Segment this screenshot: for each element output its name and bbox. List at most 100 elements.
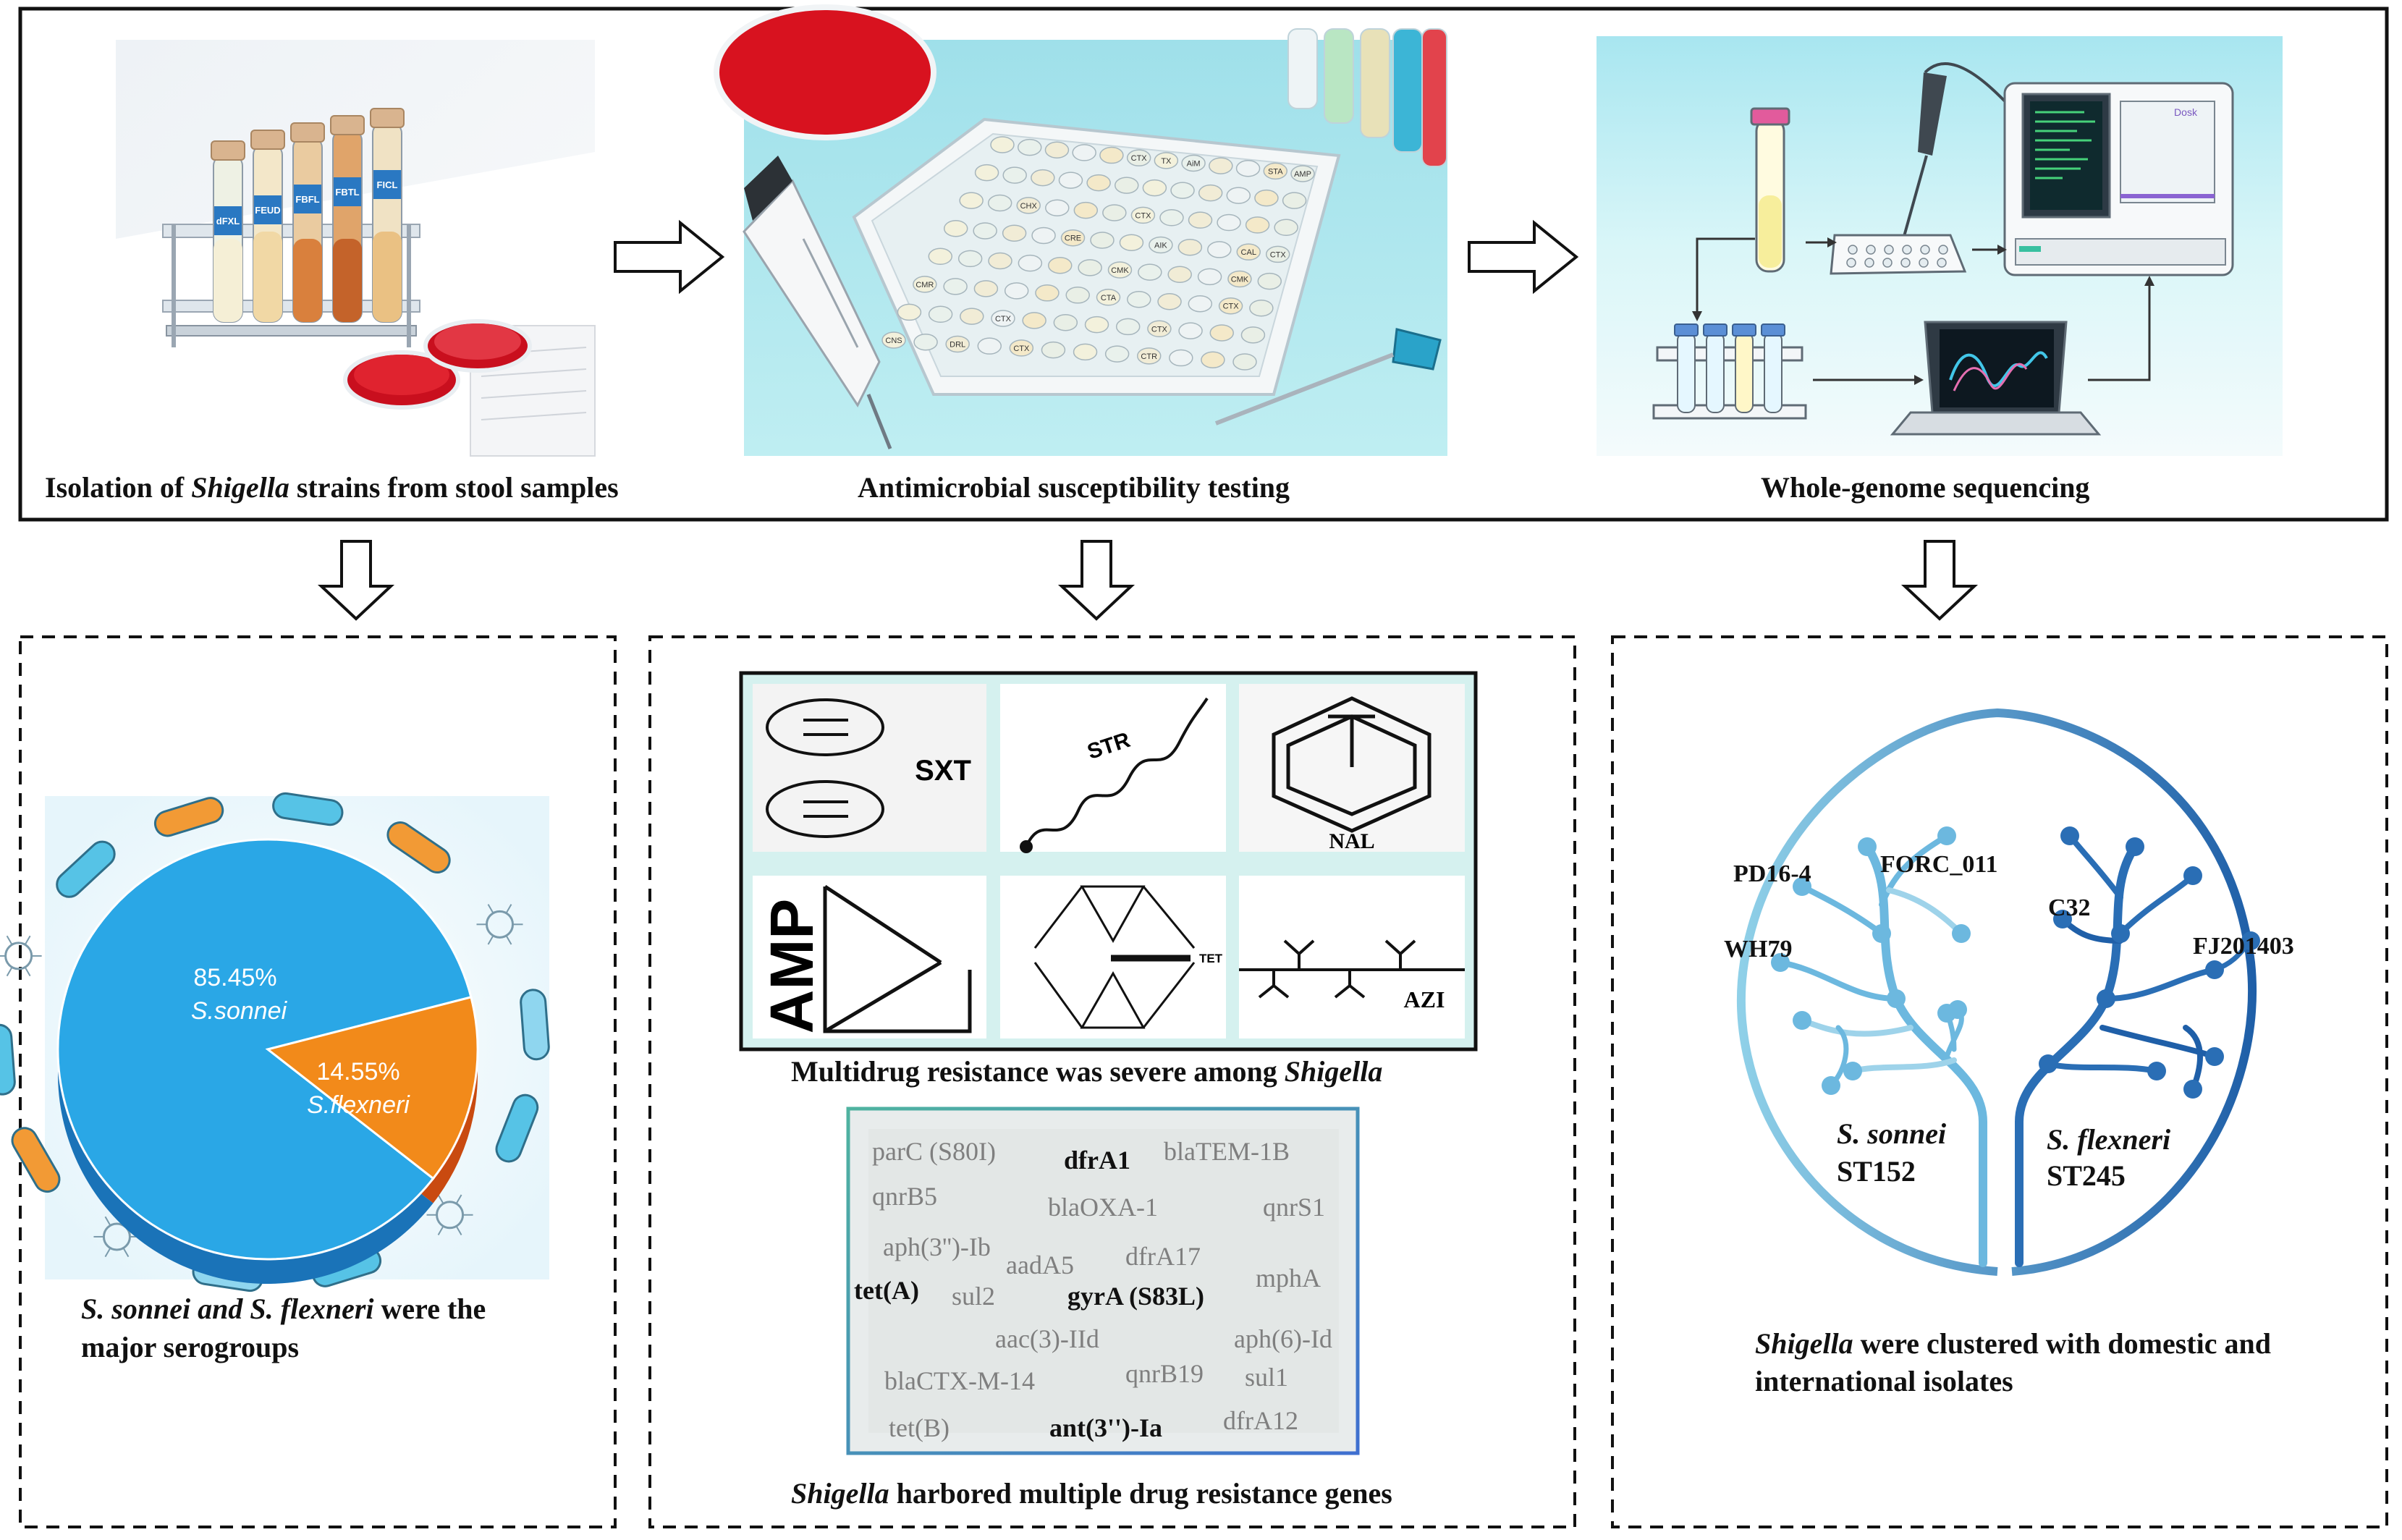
- well-label: AiM: [1187, 159, 1201, 168]
- tet-structure-icon: [1033, 885, 1196, 1029]
- well-label: CHX: [1020, 202, 1038, 211]
- well-label: CTX: [1013, 344, 1030, 353]
- phylogeny-panel: [1611, 635, 2388, 1528]
- resistance-gene: dfrA17: [1125, 1242, 1201, 1271]
- tree-node: [2205, 960, 2224, 979]
- drug-label-sxt: SXT: [915, 755, 971, 787]
- phylogeny-caption-line2: international isolates: [1755, 1365, 2013, 1397]
- tree-node: [1937, 826, 1956, 845]
- process-arrow: [1468, 219, 1579, 295]
- well-label: CTX: [1131, 154, 1148, 163]
- tree-node: [2097, 989, 2115, 1008]
- step-caption-wgs: Whole-genome sequencing: [1761, 471, 2090, 504]
- resistance-gene: qnrB19: [1125, 1359, 1204, 1388]
- resistance-gene: blaCTX-M-14: [884, 1366, 1035, 1395]
- resistance-gene: sul2: [952, 1282, 995, 1311]
- tree-node: [2053, 910, 2072, 928]
- mdr-grid: SXT STR NAL AMP TET: [739, 671, 1478, 1052]
- tree-node: [2147, 1062, 2166, 1080]
- pie-slice-name: S.flexneri: [307, 1091, 410, 1119]
- pie-slice-name: S.sonnei: [191, 997, 288, 1025]
- tree-node: [1858, 837, 1877, 856]
- resistance-gene: qnrB5: [872, 1182, 937, 1211]
- tree-node: [2039, 1054, 2058, 1073]
- tube-label: dFXL: [216, 216, 240, 227]
- tree-node: [2183, 1080, 2202, 1099]
- tree-node: [1771, 953, 1790, 972]
- serogroup-caption-line1: S. sonnei and S. flexneri were the: [81, 1292, 486, 1325]
- well-label: CNS: [885, 337, 902, 345]
- mdr-caption: Multidrug resistance was severe among Sh…: [791, 1055, 1383, 1088]
- isolate-label: FJ201403: [2193, 933, 2294, 960]
- st-label-right: ST245: [2047, 1159, 2126, 1192]
- resistance-gene: blaTEM-1B: [1164, 1137, 1290, 1166]
- resistance-gene: dfrA12: [1223, 1406, 1298, 1435]
- well-label: CTX: [1223, 302, 1240, 311]
- nal-structure-icon: [1272, 696, 1432, 833]
- well-label: CTA: [1101, 294, 1117, 302]
- well-label: CTX: [1270, 250, 1287, 259]
- down-arrow: [1900, 540, 1979, 621]
- well-label: AIK: [1154, 241, 1167, 250]
- wgs-illustration: Dosk: [1597, 36, 2283, 456]
- drug-label-amp: AMP: [758, 899, 826, 1034]
- down-arrow: [317, 540, 395, 621]
- tree-node: [1843, 1062, 1862, 1080]
- tube-label: FBFL: [295, 194, 319, 205]
- amp-structure-icon: [823, 884, 972, 1033]
- resistance-gene: aph(6)-Id: [1234, 1324, 1332, 1353]
- tree-node: [2183, 866, 2202, 885]
- top-panel-frame: [18, 7, 2389, 522]
- resistance-gene: aac(3)-IId: [995, 1324, 1099, 1353]
- phylogenetic-tree: PD16-4 FORC_011 WH79 C32 FJ201403 S. son…: [1724, 708, 2294, 1276]
- pie-illustration: 85.45% S.sonnei 14.55% S.flexneri: [0, 792, 550, 1292]
- tree-node: [2241, 931, 2260, 950]
- resistance-gene: blaOXA-1: [1048, 1193, 1158, 1222]
- resistance-gene: parC (S80I): [872, 1137, 996, 1166]
- well-label: CMR: [915, 281, 934, 289]
- well-label: CTX: [1135, 211, 1151, 220]
- tree-node: [2205, 1047, 2224, 1066]
- resistance-gene: tet(A): [854, 1276, 919, 1305]
- tube-label: FBTL: [335, 187, 359, 198]
- str-structure-icon: [1020, 697, 1209, 853]
- resistance-gene: sul1: [1245, 1363, 1288, 1392]
- serogroup-caption-line2: major serogroups: [81, 1331, 300, 1363]
- well-label: CAL: [1241, 248, 1256, 257]
- resistance-gene: qnrS1: [1263, 1193, 1325, 1222]
- species-label-left: S. sonnei: [1837, 1117, 1946, 1150]
- species-label-right: S. flexneri: [2047, 1123, 2170, 1156]
- well-label: DRL: [950, 340, 965, 349]
- pie-slice: [56, 838, 473, 1261]
- well-label: TX: [1161, 157, 1172, 166]
- tree-node: [1872, 924, 1891, 943]
- tree-node: [2060, 826, 2079, 845]
- resistance-gene: ant(3'')-Ia: [1049, 1413, 1162, 1442]
- serogroup-panel: [19, 635, 617, 1528]
- bacteria-ring: [0, 792, 550, 1292]
- phylogeny-caption-line1: Shigella were clustered with domestic an…: [1755, 1327, 2271, 1360]
- process-arrow: [614, 219, 725, 295]
- well-label: CTX: [1151, 325, 1168, 334]
- isolate-label: PD16-4: [1733, 860, 1811, 887]
- step-caption-isolation: Isolation of Shigella strains from stool…: [45, 471, 619, 504]
- well-label: CMK: [1111, 266, 1129, 275]
- resistance-gene: aph(3'')-Ib: [883, 1232, 991, 1261]
- pie-percent-label: 14.55%: [316, 1058, 399, 1086]
- isolate-label: FORC_011: [1880, 851, 1997, 878]
- resistance-panel: [648, 635, 1576, 1528]
- pie-slice: [265, 996, 479, 1180]
- st-label-left: ST152: [1837, 1155, 1916, 1188]
- genes-caption: Shigella harbored multiple drug resistan…: [791, 1477, 1392, 1510]
- tree-node: [1793, 877, 1811, 896]
- tree-node: [1952, 924, 1971, 943]
- well-label: CTR: [1141, 352, 1157, 361]
- down-arrow: [1057, 540, 1136, 621]
- resistance-gene: mphA: [1256, 1264, 1321, 1292]
- tree-node: [1793, 1011, 1811, 1030]
- isolate-label: C32: [2048, 894, 2091, 921]
